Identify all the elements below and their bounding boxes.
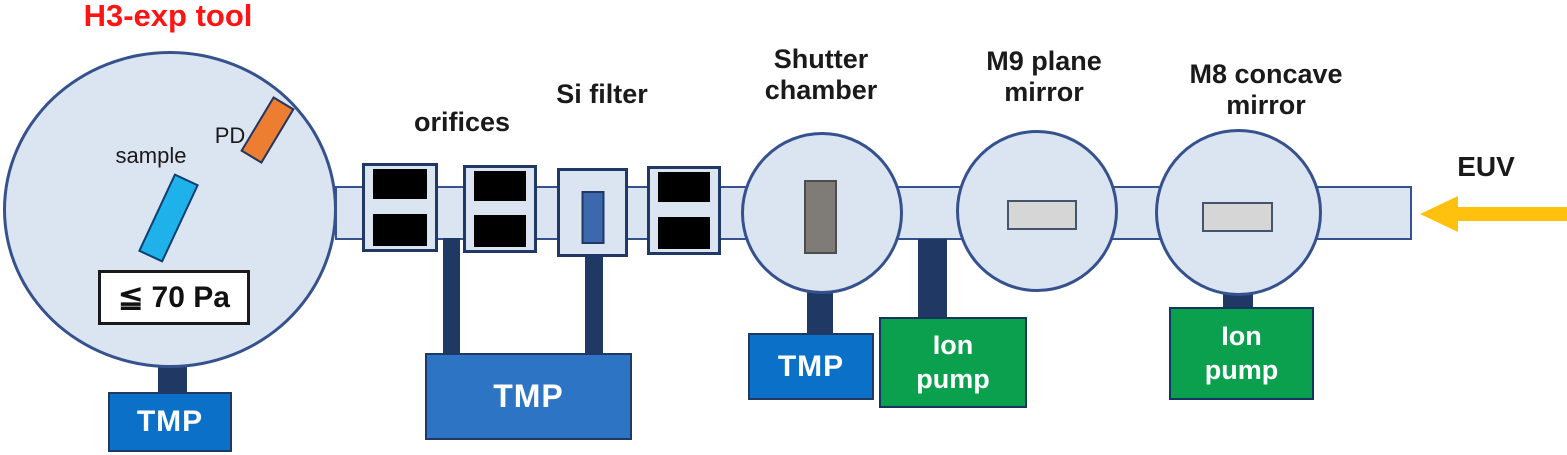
tmp-mid-pipe-left	[443, 238, 460, 355]
orifice-1-plate-bottom	[373, 214, 427, 246]
sample-label: sample	[115, 143, 187, 168]
ion-pump-1-pipe	[918, 239, 947, 318]
ion-pump-label: Ion pump	[916, 329, 990, 394]
tmp-orifice-section: TMP	[425, 353, 632, 440]
euv-arrow-shaft	[1452, 207, 1567, 221]
tmp-label: TMP	[777, 349, 845, 383]
orifices-label: orifices	[413, 107, 511, 137]
tmp-mid-pipe-right	[585, 250, 603, 355]
m8-label: M8 concave mirror	[1189, 59, 1343, 120]
orifice-1-plate-top	[373, 169, 427, 199]
pd-label: PD	[214, 123, 246, 148]
m8-mirror	[1202, 202, 1273, 232]
ion-pump-1: Ion pump	[879, 317, 1027, 408]
orifice-2-plate-top	[474, 171, 526, 201]
orifice-2-plate-bottom	[474, 215, 526, 247]
ion-pump-label: Ion pump	[1204, 320, 1279, 385]
orifice-2	[463, 165, 537, 253]
shutter-chamber-label: Shutter chamber	[764, 44, 878, 105]
tmp-shutter-chamber: TMP	[748, 333, 874, 400]
shutter-blade	[804, 180, 837, 254]
tmp-label: TMP	[493, 378, 564, 414]
m9-chamber	[956, 130, 1118, 292]
m9-label: M9 plane mirror	[986, 46, 1102, 107]
euv-label: EUV	[1457, 151, 1515, 182]
orifice-1	[362, 163, 438, 252]
diagram-title: H3-exp tool	[83, 0, 253, 33]
pressure-readout: ≦ 70 Pa	[98, 270, 250, 325]
tmp-shutter-stub	[807, 288, 833, 334]
ion-pump-2: Ion pump	[1169, 307, 1314, 400]
si-filter-housing	[557, 168, 628, 257]
si-filter-element	[581, 191, 604, 244]
orifice-3	[647, 166, 721, 255]
orifice-3-plate-top	[658, 172, 710, 202]
si-filter-label: Si filter	[556, 79, 648, 109]
pressure-value: ≦ 70 Pa	[118, 281, 230, 314]
euv-arrow-icon	[1420, 196, 1458, 232]
orifice-3-plate-bottom	[658, 217, 710, 249]
tmp-main-chamber: TMP	[108, 392, 232, 452]
m9-mirror	[1007, 200, 1077, 230]
tmp-label: TMP	[136, 405, 204, 438]
